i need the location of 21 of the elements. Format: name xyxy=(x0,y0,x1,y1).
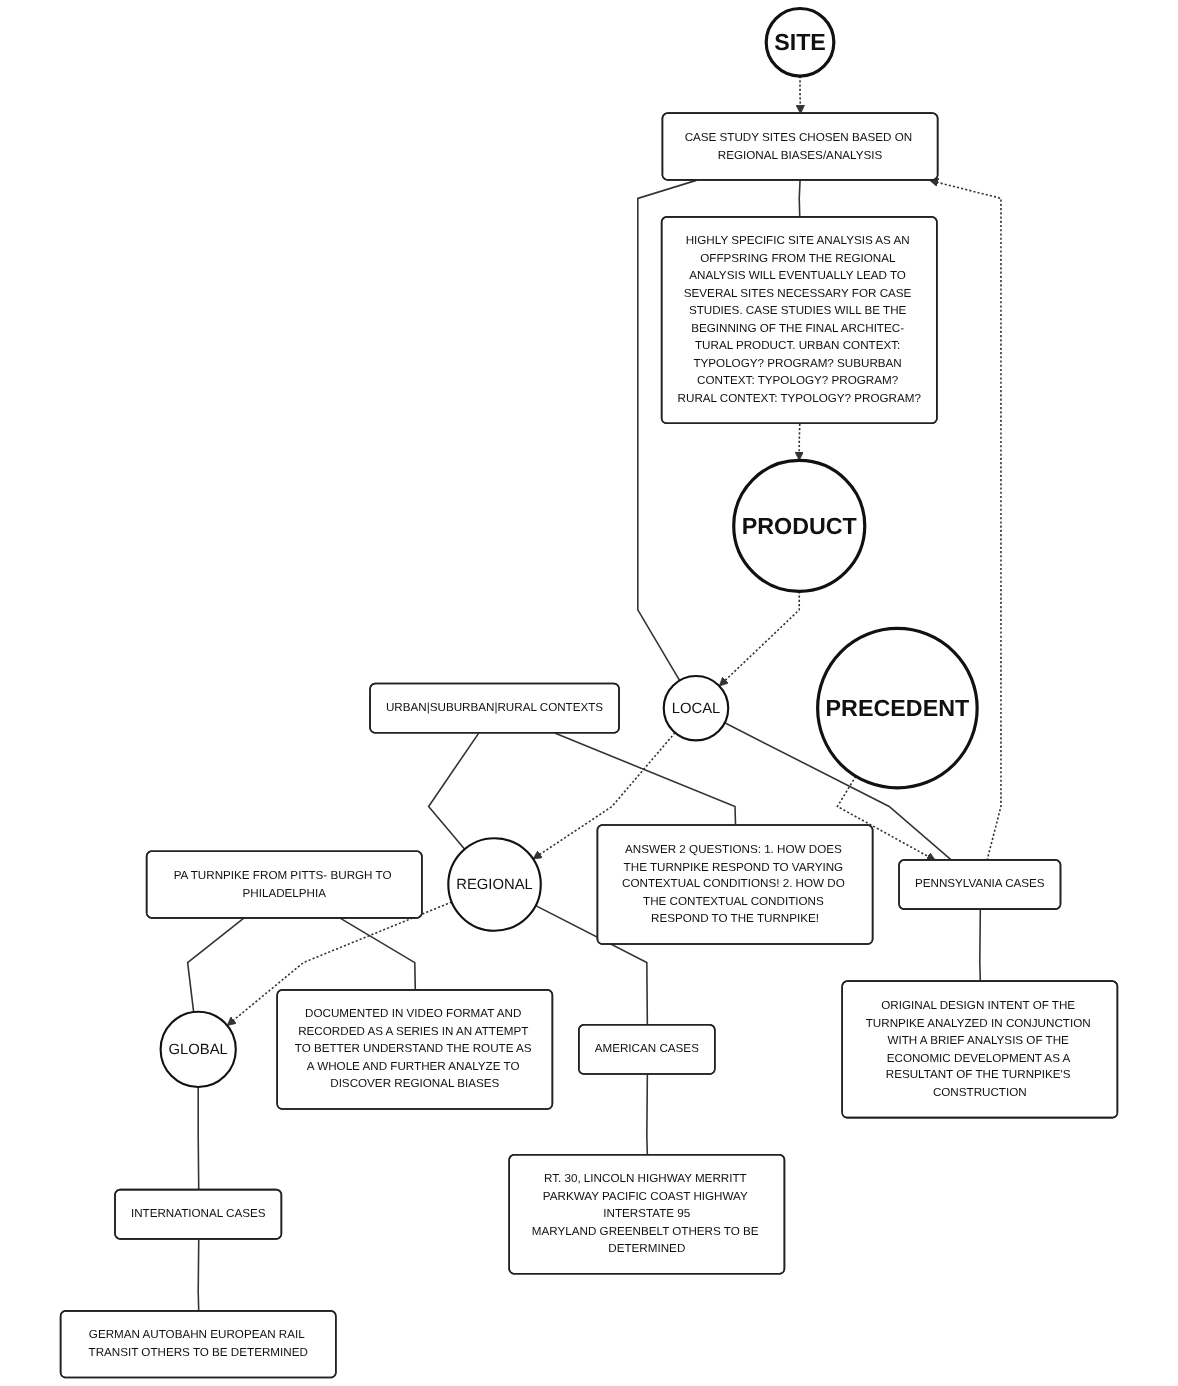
connector xyxy=(534,904,649,1027)
connector xyxy=(197,1238,200,1313)
connector xyxy=(197,1086,200,1191)
arrow xyxy=(795,75,805,115)
connector xyxy=(339,917,417,992)
connector xyxy=(798,179,801,219)
node-circle: PRECEDENT xyxy=(816,626,979,790)
connector xyxy=(723,722,953,862)
arrow xyxy=(836,775,936,861)
arrow xyxy=(929,177,1002,862)
connector xyxy=(554,732,737,827)
node-circle: PRODUCT xyxy=(732,458,867,593)
connector xyxy=(427,732,480,850)
node-circle: SITE xyxy=(764,6,836,78)
arrow xyxy=(226,901,453,1026)
arrow xyxy=(718,590,801,687)
arrow xyxy=(532,731,676,860)
connector xyxy=(646,1073,649,1157)
connector xyxy=(637,179,698,682)
connector xyxy=(979,908,982,983)
arrow xyxy=(794,423,804,461)
